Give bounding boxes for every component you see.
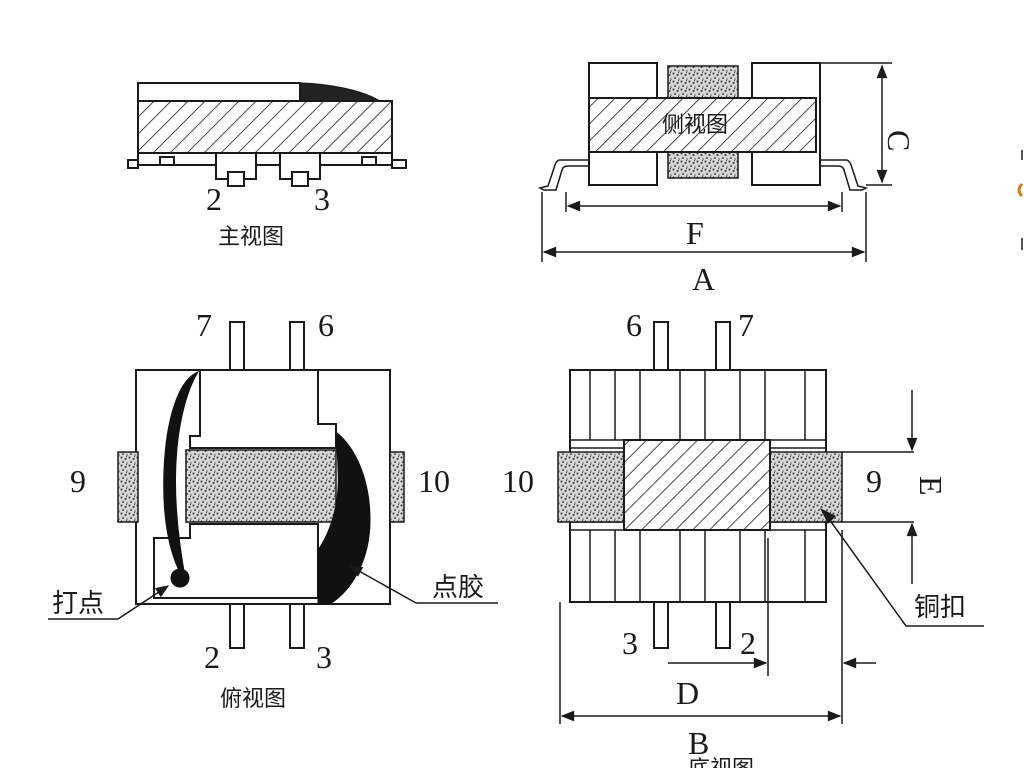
bottom-view-dim-b-label: B: [688, 725, 709, 761]
top-view-dot-leader: [117, 585, 170, 620]
top-view-caption: 俯视图: [220, 686, 286, 711]
bottom-view-dim-e-label: E: [913, 476, 949, 496]
bottom-view-clip-leader: [823, 511, 907, 627]
bottom-view-pin-6: [653, 321, 669, 371]
top-view-pin-label-10: 10: [418, 463, 450, 499]
bottom-view-pin-2: [715, 601, 731, 649]
top-view-glue-leader: [348, 565, 417, 604]
bottom-view-caption: 底视图: [688, 756, 754, 768]
front-view-tab-left: [127, 159, 139, 169]
bottom-view-clip-right: [769, 451, 843, 523]
front-view-caption: 主视图: [218, 224, 284, 249]
side-view: 侧视图 C F A: [537, 62, 917, 297]
top-view-marking-dot: [170, 568, 190, 588]
top-view-pin-label-2: 2: [204, 639, 220, 675]
top-view-pin-label-3: 3: [316, 639, 332, 675]
top-view: 打点 点胶 7 6 9 10 2 3 俯视图: [48, 307, 498, 711]
bottom-view-pin-label-6: 6: [626, 307, 642, 343]
top-view-upper-bobbin: [189, 369, 337, 449]
side-view-dim-f-label: F: [686, 215, 704, 251]
top-view-clip-left: [117, 451, 139, 523]
front-view: 2 3 主视图: [127, 82, 407, 249]
side-view-clip-bottom: [667, 151, 739, 179]
bottom-view-pin-7: [715, 321, 731, 371]
bottom-view-clip-left: [557, 451, 625, 523]
top-view-pin-6: [289, 321, 305, 371]
top-view-pin-7: [229, 321, 245, 371]
front-view-pin-label-2: 2: [206, 181, 222, 217]
top-view-dot-label: 打点: [52, 589, 104, 618]
top-view-core-center: [185, 449, 337, 523]
bottom-view-pin-label-3: 3: [622, 625, 638, 661]
top-view-clip-right: [389, 451, 405, 523]
front-view-base: [137, 152, 393, 166]
side-view-lead-left: [537, 159, 589, 191]
side-view-dim-c-label: C: [881, 130, 917, 151]
front-view-pin-2: [227, 171, 245, 187]
top-view-pin-3: [289, 603, 305, 649]
top-view-pin-2: [229, 603, 245, 649]
top-view-pin-label-9: 9: [70, 463, 86, 499]
bottom-view-pin-label-2: 2: [740, 625, 756, 661]
front-view-pin-label-3: 3: [314, 181, 330, 217]
front-view-winding: [299, 82, 381, 104]
top-view-pin-label-7: 7: [196, 307, 212, 343]
top-view-glue-right: [317, 430, 371, 605]
side-view-caption: 侧视图: [662, 112, 728, 137]
front-view-pin-3: [291, 171, 309, 187]
top-view-pin-label-6: 6: [318, 307, 334, 343]
bottom-view-core: [623, 439, 771, 531]
bottom-view: E 铜扣 D B 6 7 10 9 3 2 底视图: [502, 307, 984, 768]
front-view-tab-right: [391, 159, 407, 169]
top-view-lower-bobbin: [153, 523, 319, 599]
bottom-view-clip-label: 铜扣: [914, 593, 966, 622]
bottom-view-pin-label-9: 9: [866, 463, 882, 499]
front-view-slot-right: [361, 156, 377, 166]
bottom-view-clip-arrowhead: [820, 508, 836, 524]
front-view-slot-left: [159, 156, 175, 166]
side-view-clip-top: [667, 65, 739, 99]
front-view-core: [137, 100, 393, 154]
bottom-view-pin-label-10: 10: [502, 463, 534, 499]
side-view-lead-right: [820, 159, 869, 191]
bottom-view-dim-d-label: D: [676, 675, 699, 711]
edge-fragments: [1017, 150, 1024, 250]
front-view-terminal-left: [215, 152, 257, 180]
top-view-glue-label: 点胶: [432, 573, 484, 602]
bottom-view-pin-3: [653, 601, 669, 649]
side-view-core: [588, 97, 817, 153]
bottom-view-pin-label-7: 7: [738, 307, 754, 343]
side-view-dim-a-label: A: [692, 261, 715, 297]
